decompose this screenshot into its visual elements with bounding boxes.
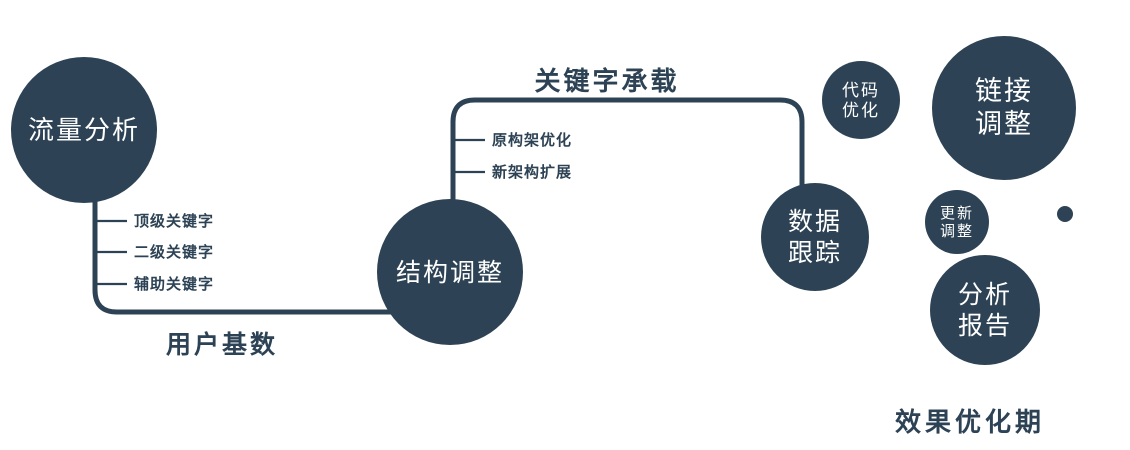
node-circles — [11, 36, 1076, 365]
structure-branch-labels: 原构架优化 新架构扩展 — [492, 131, 572, 181]
connector-keyword-carrying — [450, 97, 805, 238]
branch-label-second-keywords: 二级关键字 — [134, 243, 214, 261]
caption-effect-optimization-period: 效果优化期 — [895, 407, 1045, 437]
branch-label-original-architecture: 原构架优化 — [492, 131, 572, 149]
node-label-data-tracking-line1: 数据 — [788, 208, 842, 236]
node-label-code-optimization-line2: 优化 — [842, 101, 880, 120]
node-label-structure-adjust: 结构调整 — [396, 259, 504, 287]
node-label-traffic-analysis: 流量分析 — [28, 115, 140, 145]
node-label-data-tracking-line2: 跟踪 — [788, 239, 842, 267]
connectors — [92, 97, 805, 315]
edge-label-keyword-carrying: 关键字承载 — [534, 66, 679, 96]
branch-label-new-architecture: 新架构扩展 — [492, 163, 572, 181]
node-link-adjustment-circle — [932, 36, 1076, 180]
node-analysis-report-circle — [930, 255, 1040, 365]
traffic-branch-ticks — [95, 219, 127, 286]
node-structure-adjust-circle — [377, 199, 523, 345]
branch-label-auxiliary-keywords: 辅助关键字 — [134, 275, 214, 293]
node-label-update-adjustment-line1: 更新 — [940, 205, 974, 222]
node-data-tracking-circle — [761, 183, 869, 291]
node-labels: 流量分析 结构调整 数据 跟踪 代码 优化 链接 调整 更新 调整 分析 报告 — [28, 76, 1033, 340]
structure-branch-ticks — [453, 138, 485, 174]
traffic-branch-labels: 顶级关键字 二级关键字 辅助关键字 — [134, 212, 214, 293]
branch-label-top-keywords: 顶级关键字 — [134, 212, 214, 230]
connector-user-base — [92, 165, 412, 315]
node-label-analysis-report-line2: 报告 — [958, 312, 1012, 340]
node-traffic-analysis-circle — [11, 57, 157, 203]
node-label-code-optimization-line1: 代码 — [842, 81, 880, 100]
node-label-analysis-report-line1: 分析 — [958, 281, 1012, 309]
node-label-update-adjustment-line2: 调整 — [940, 223, 974, 240]
node-label-link-adjustment-line1: 链接 — [975, 76, 1033, 106]
node-label-link-adjustment-line2: 调整 — [975, 109, 1033, 139]
node-code-optimization-circle — [822, 61, 900, 139]
node-update-adjustment-circle — [925, 190, 989, 254]
edge-label-user-base: 用户基数 — [166, 330, 278, 359]
decorative-dot — [1057, 206, 1073, 222]
